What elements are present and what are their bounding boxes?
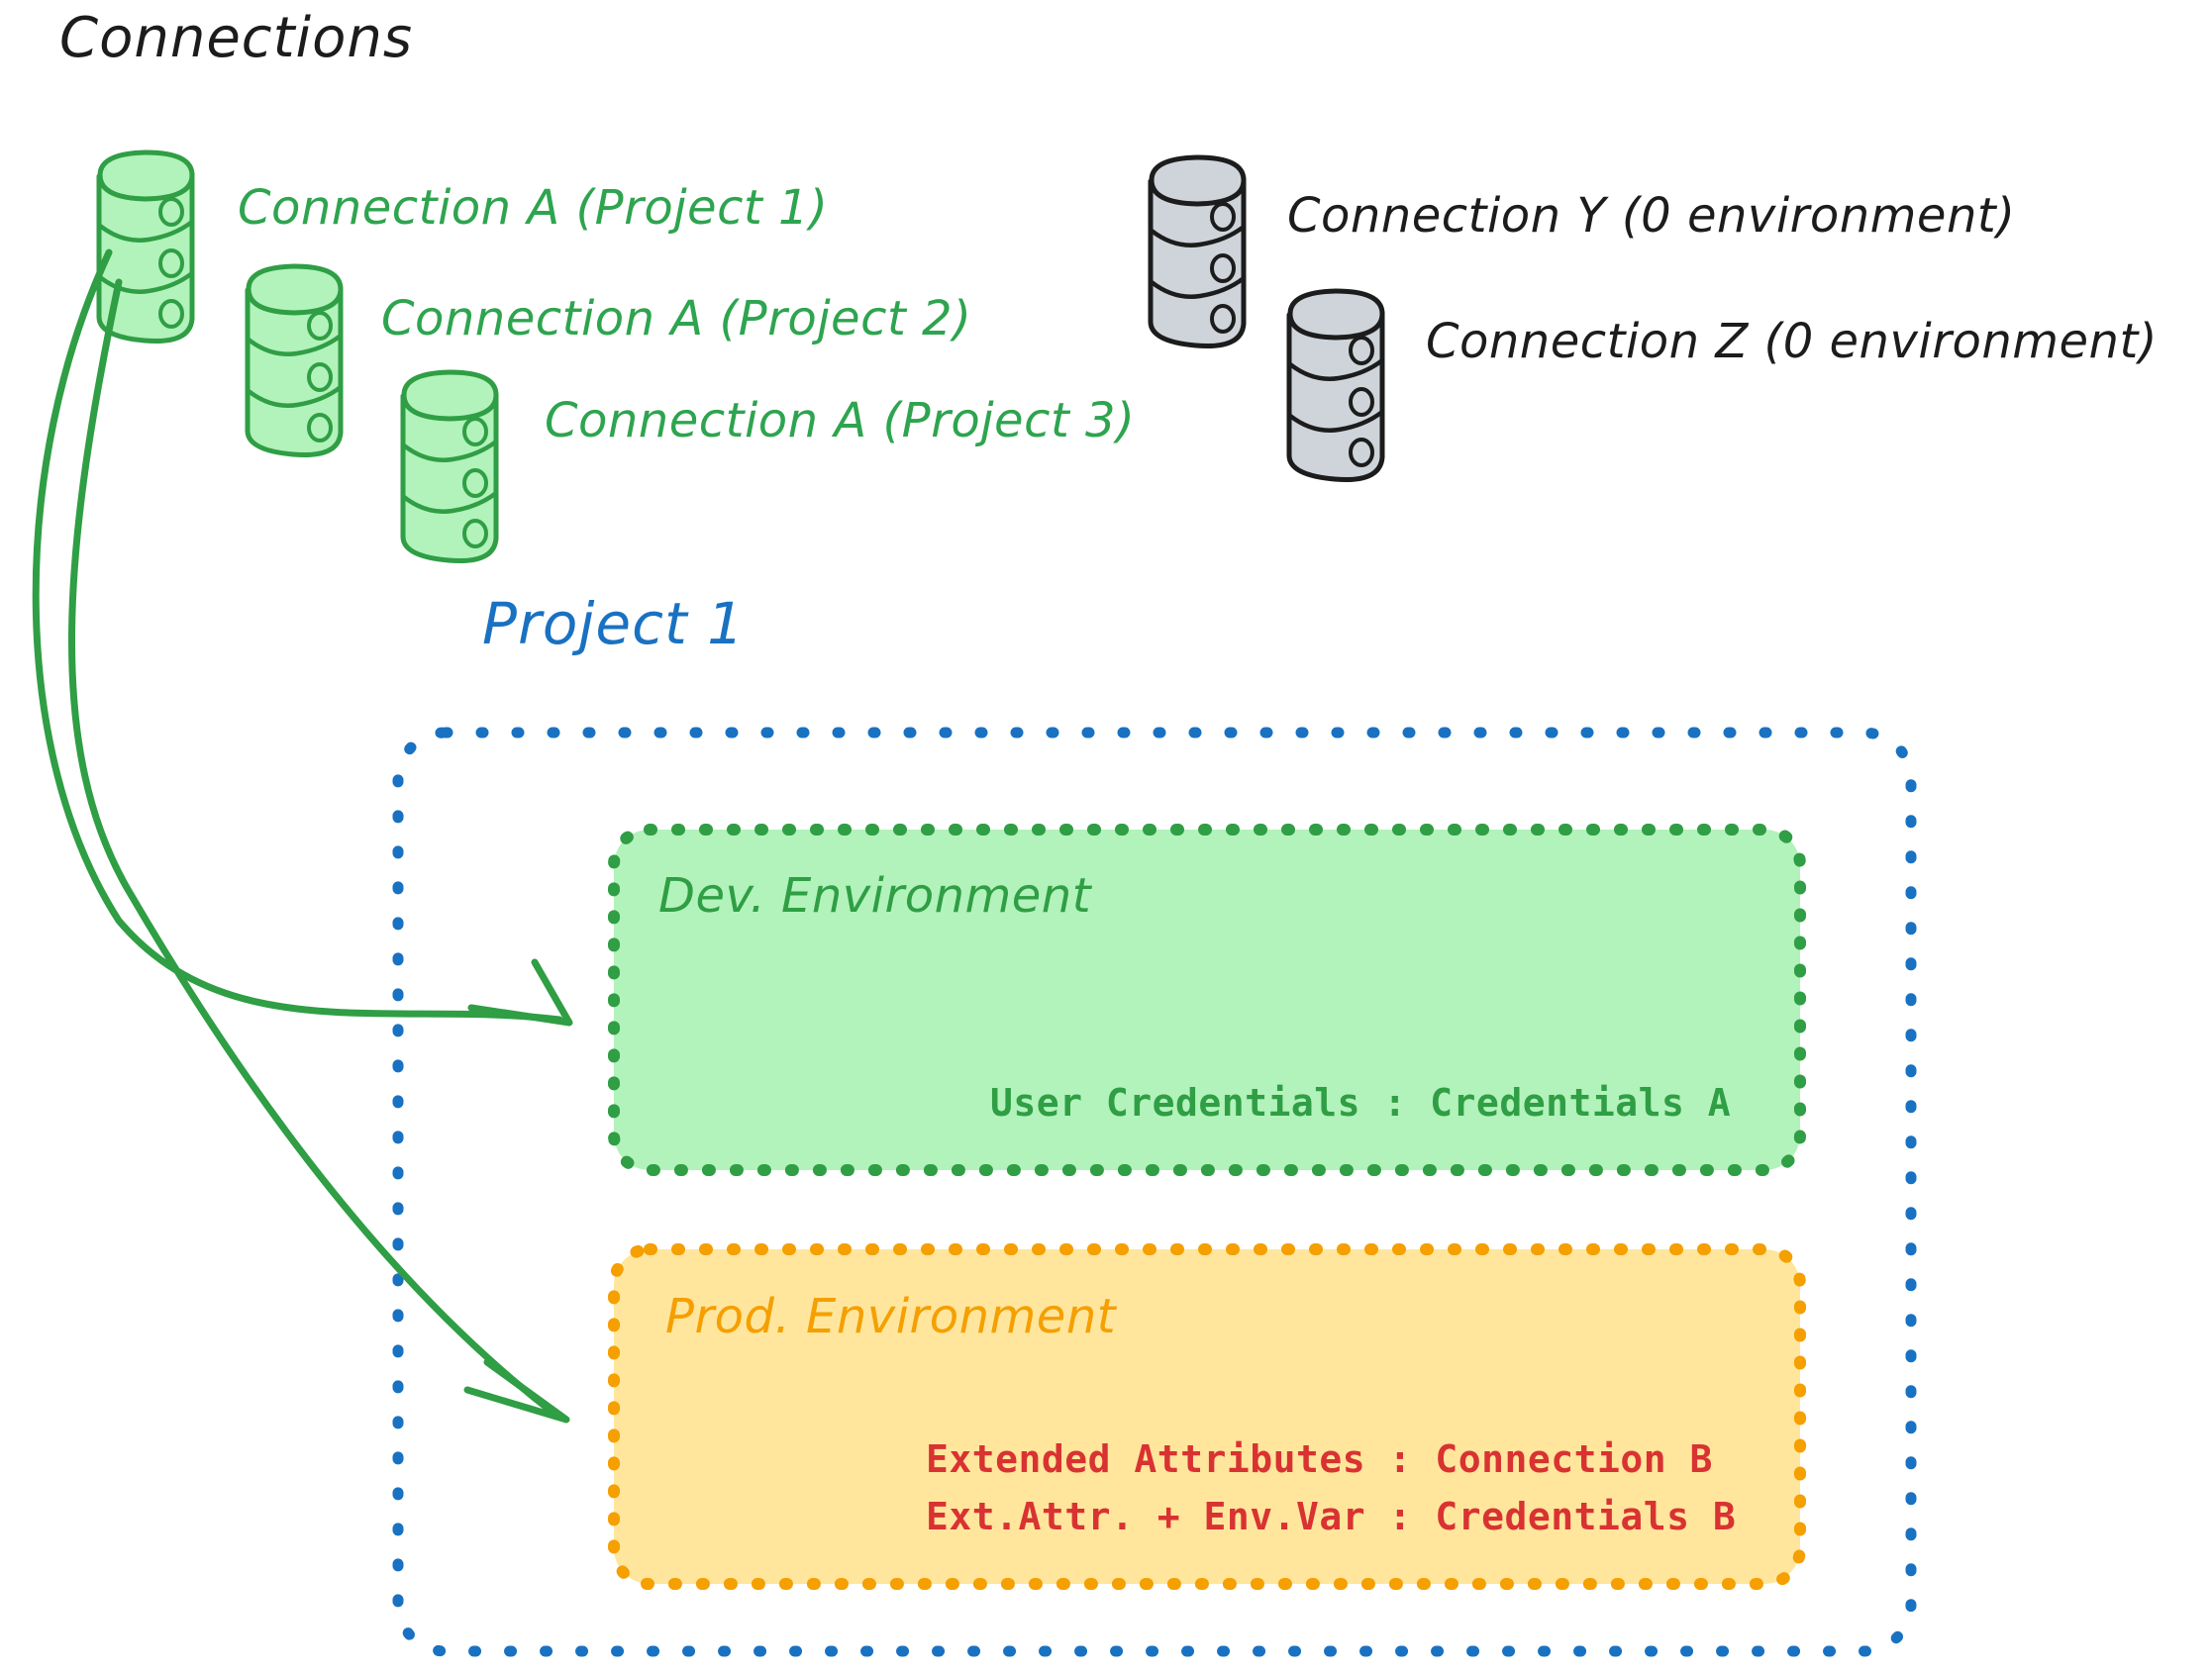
connection-label-a-project-3: Connection A (Project 3) bbox=[545, 393, 1136, 448]
arrow-connection-a-to-prod bbox=[68, 278, 570, 1424]
prod-environment-box bbox=[608, 1243, 1806, 1590]
dev-environment-row-user-credentials: User Credentials : Credentials A bbox=[990, 1081, 1732, 1125]
project-1-container bbox=[392, 727, 1917, 1657]
connection-label-z: Connection Z (0 environment) bbox=[1426, 314, 2158, 369]
prod-environment-row-extended-attributes: Extended Attributes : Connection B bbox=[926, 1437, 1713, 1481]
connection-label-a-project-1: Connection A (Project 1) bbox=[238, 180, 829, 236]
database-icon-connection-a-project-2 bbox=[248, 266, 341, 455]
page-title: Connections bbox=[59, 6, 414, 70]
dev-environment-title: Dev. Environment bbox=[658, 868, 1092, 924]
database-icon-connection-z bbox=[1289, 291, 1382, 480]
database-icon-connection-y bbox=[1151, 157, 1244, 346]
prod-environment-title: Prod. Environment bbox=[665, 1289, 1117, 1344]
connection-label-a-project-2: Connection A (Project 2) bbox=[381, 291, 972, 346]
database-icon-connection-a-project-3 bbox=[403, 372, 496, 561]
dev-environment-box bbox=[608, 824, 1806, 1176]
project-title: Project 1 bbox=[482, 590, 746, 657]
arrow-connection-a-to-dev bbox=[32, 248, 573, 1027]
connection-label-y: Connection Y (0 environment) bbox=[1287, 188, 2016, 244]
prod-environment-row-ext-attr-env-var: Ext.Attr. + Env.Var : Credentials B bbox=[926, 1495, 1737, 1538]
